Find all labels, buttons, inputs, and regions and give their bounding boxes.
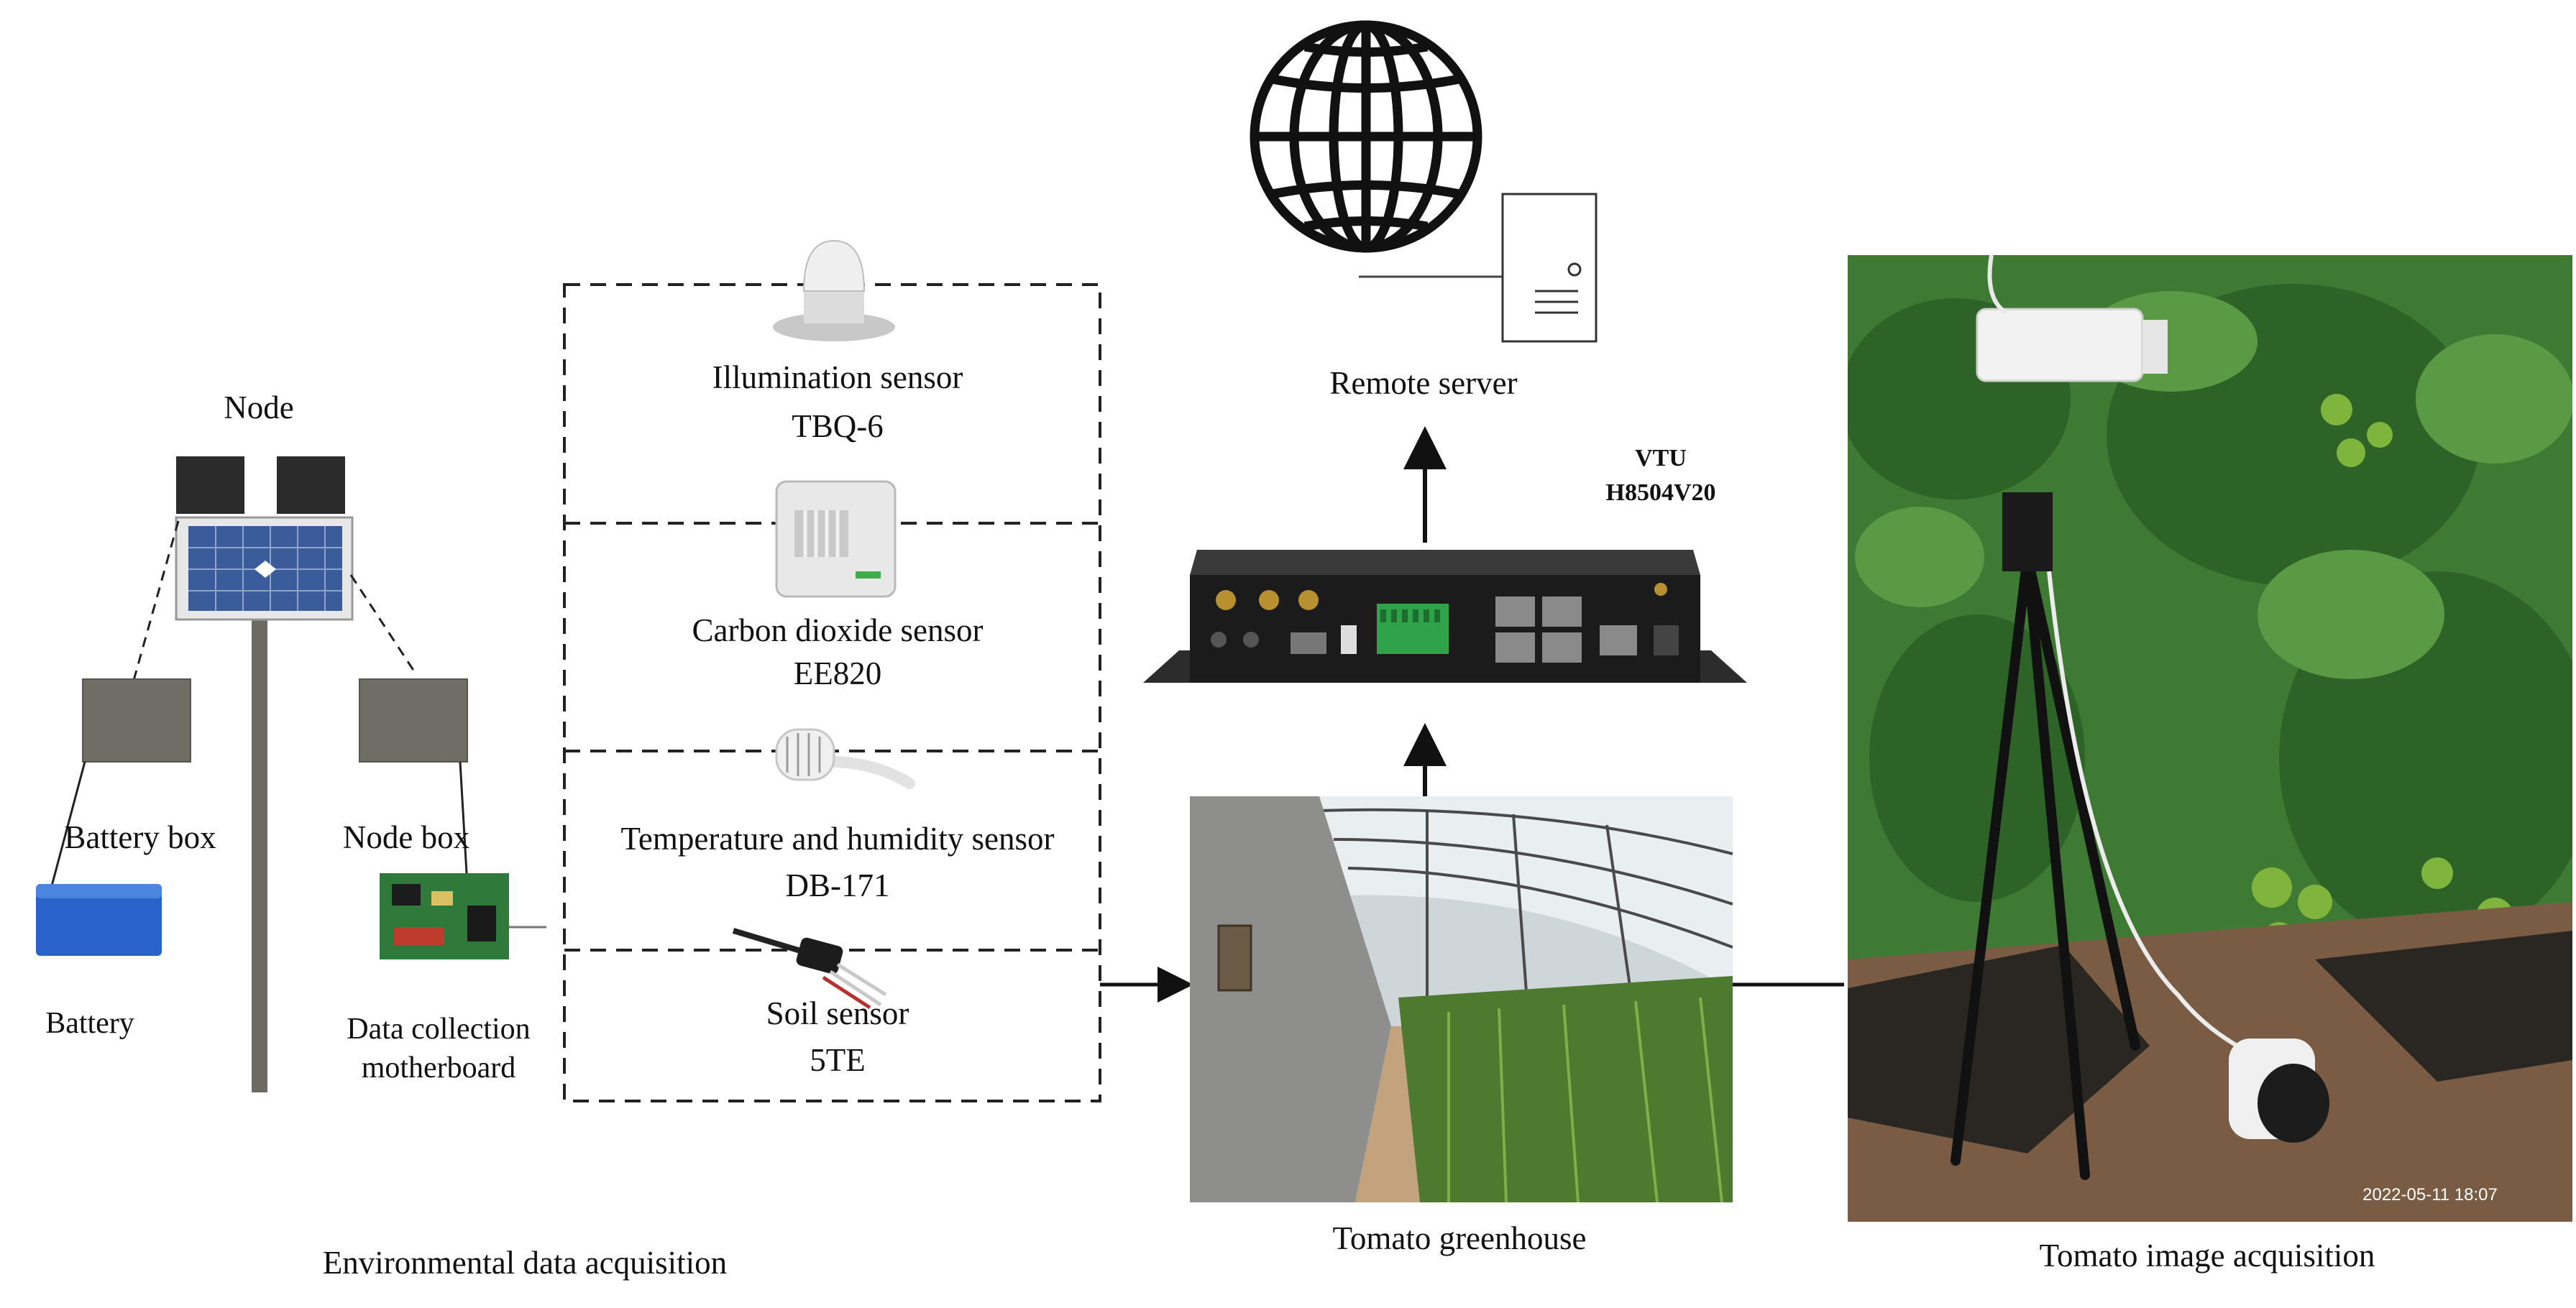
battery — [36, 884, 162, 956]
sensor-co2-model: EE820 — [793, 655, 882, 691]
node-top-box-left — [176, 456, 244, 514]
node-box — [359, 678, 468, 763]
battery-box-label: Battery box — [64, 819, 216, 855]
sensor-temp-humidity-name: Temperature and humidity sensor — [620, 821, 1055, 857]
sensor-temp-humidity-model: DB-171 — [785, 867, 890, 903]
vtu-router-device — [1143, 550, 1747, 683]
temperature-humidity-sensor-icon — [775, 728, 915, 789]
node-pole — [252, 618, 267, 1092]
sensor-illumination-model: TBQ-6 — [792, 408, 884, 444]
environment-section-label: Environmental data acquisition — [322, 1245, 728, 1281]
node-box-label: Node box — [342, 819, 470, 855]
battery-label: Battery — [45, 1007, 134, 1040]
motherboard-label-line2: motherboard — [361, 1051, 516, 1084]
tomato-greenhouse-label: Tomato greenhouse — [1332, 1220, 1587, 1256]
tomato-image-label: Tomato image acquisition — [2039, 1238, 2375, 1274]
server-icon — [1359, 193, 1598, 343]
sensor-illumination-name: Illumination sensor — [712, 359, 963, 395]
node-illustration — [36, 456, 546, 1092]
sensor-soil-model: 5TE — [810, 1042, 866, 1078]
tomato-image-acquisition-photo: 2022-05-11 18:07 — [1848, 255, 2572, 1222]
motherboard-label-line1: Data collection — [347, 1013, 531, 1046]
illumination-sensor-icon — [773, 239, 895, 341]
node-title: Node — [224, 390, 294, 425]
globe-icon — [1250, 20, 1482, 253]
sensor-co2-name: Carbon dioxide sensor — [692, 612, 984, 648]
soil-sensor-icon — [732, 928, 887, 1010]
camera-timestamp: 2022-05-11 18:07 — [2362, 1185, 2498, 1205]
tomato-greenhouse-photo — [1190, 796, 1733, 1202]
carbon-dioxide-sensor-icon — [775, 480, 897, 598]
vtu-label-line1: VTU — [1635, 445, 1687, 471]
node-top-box-right — [277, 456, 345, 514]
sensor-soil-name: Soil sensor — [766, 995, 909, 1031]
remote-server-label: Remote server — [1329, 365, 1518, 401]
vtu-label-line2: H8504V20 — [1605, 479, 1716, 506]
battery-box — [82, 678, 191, 763]
